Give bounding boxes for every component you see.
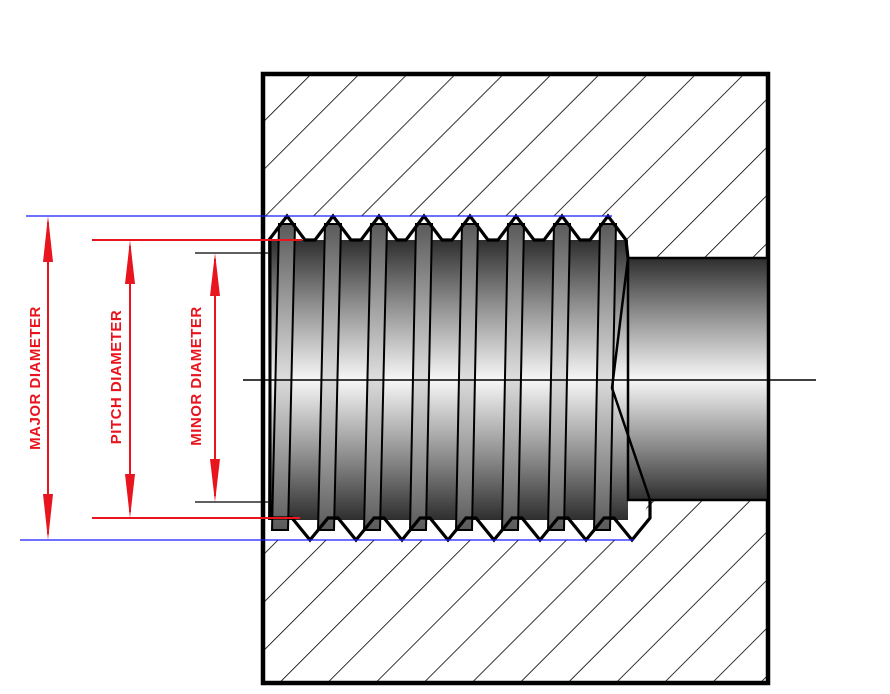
major-diameter-dimension: MAJOR DIAMETER: [20, 215, 634, 541]
body-hatch-bottom: [263, 500, 768, 683]
pitch-arrow-bottom: [125, 474, 135, 518]
thread-flank: [408, 223, 434, 531]
thread-profile-bottom: [268, 500, 652, 543]
drill-point-cone: [610, 257, 652, 501]
thread-flank: [316, 223, 343, 531]
thread-profile-top: [267, 213, 630, 259]
thread-flank: [546, 223, 572, 531]
threaded-bore: [267, 213, 770, 543]
thread-flank: [454, 223, 480, 531]
minor-arrow-top: [210, 253, 220, 296]
thread-flank: [270, 223, 297, 531]
pitch-diameter-label: PITCH DIAMETER: [108, 310, 125, 445]
thread-flank: [500, 223, 526, 531]
major-diameter-label: MAJOR DIAMETER: [27, 306, 44, 450]
pitch-diameter-dimension: PITCH DIAMETER: [92, 239, 302, 519]
thread-flank: [362, 223, 389, 531]
major-arrow-bottom: [43, 494, 53, 540]
thread-flanks: [268, 223, 618, 531]
pitch-arrow-top: [125, 240, 135, 284]
body-section: [260, 71, 771, 686]
minor-diameter-label: MINOR DIAMETER: [188, 306, 205, 446]
major-arrow-top: [43, 216, 53, 262]
drill-hole: [626, 256, 770, 502]
body-hatch-top: [263, 74, 768, 258]
thread-flank: [592, 223, 618, 531]
minor-diameter-dimension: MINOR DIAMETER: [188, 252, 268, 503]
minor-arrow-bottom: [210, 459, 220, 502]
